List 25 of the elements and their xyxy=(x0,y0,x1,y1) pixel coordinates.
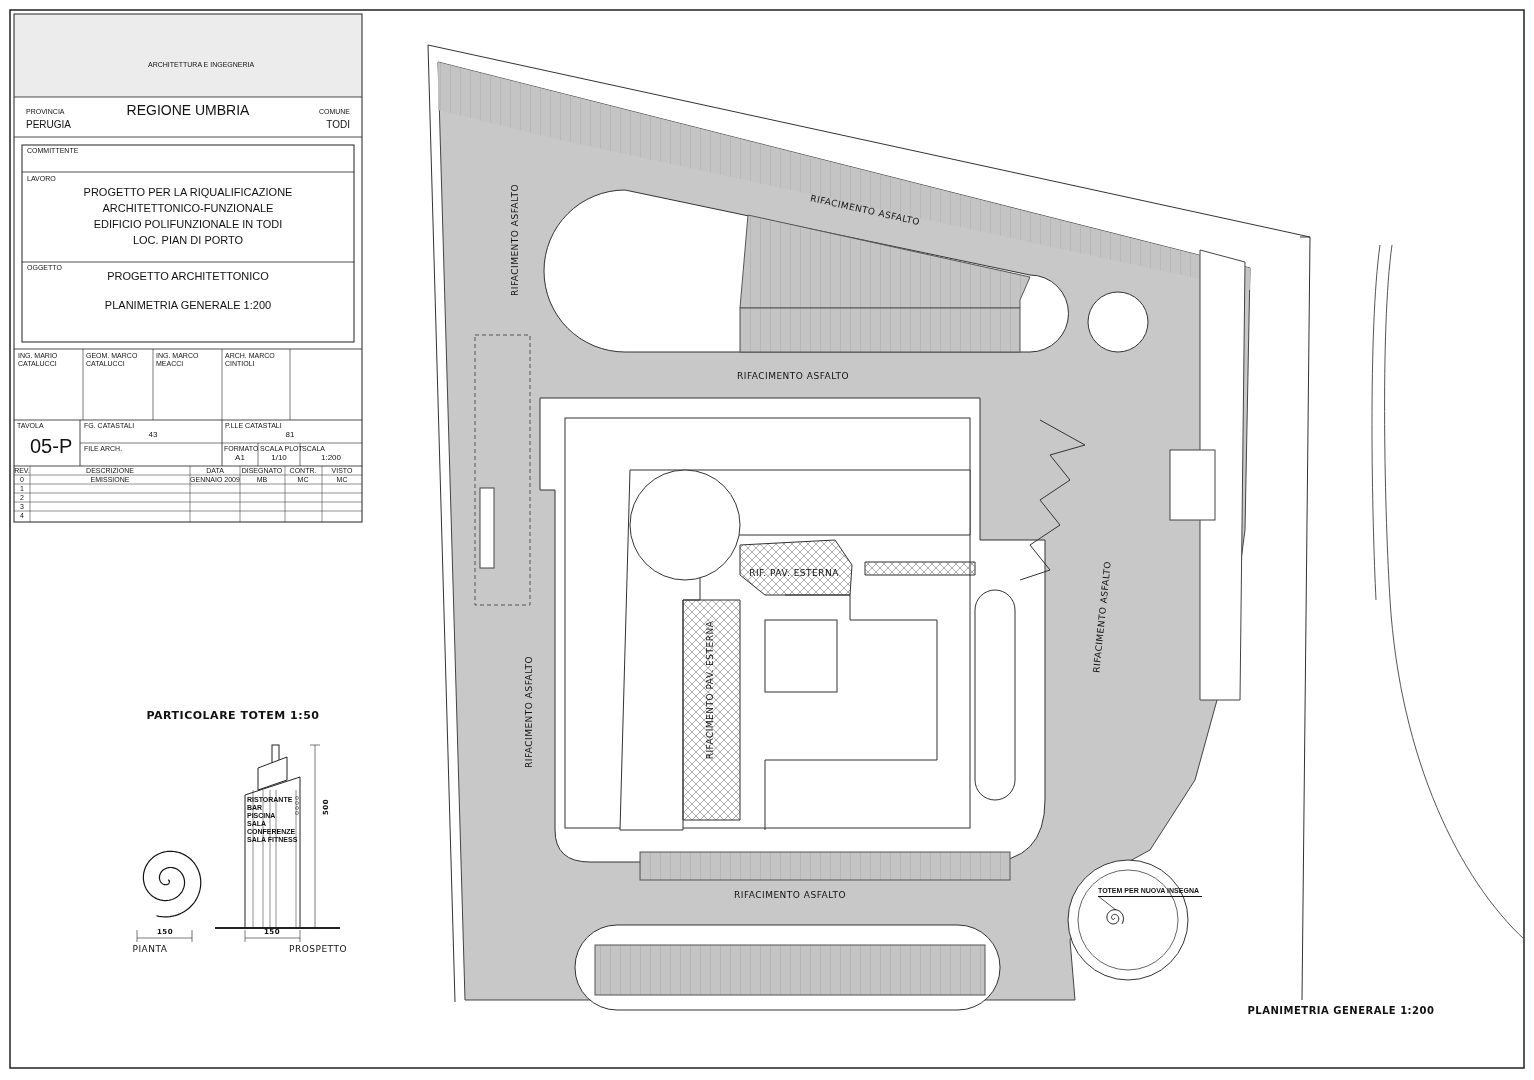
field-text: 1:200 xyxy=(321,454,341,462)
area-label: RIF. PAV. ESTERNA xyxy=(749,569,839,579)
drawing-title: PARTICOLARE TOTEM 1:50 xyxy=(146,710,320,723)
drawing-title: PLANIMETRIA GENERALE 1:200 xyxy=(1247,1005,1435,1016)
title-text: REGIONE UMBRIA xyxy=(126,103,250,119)
area-label: RIFACIMENTO PAV. ESTERNA xyxy=(706,620,716,760)
area-label: RIFACIMENTO ASFALTO xyxy=(736,372,850,382)
title-text: PROGETTO ARCHITETTONICO xyxy=(107,270,269,283)
field-text: PERUGIA xyxy=(26,119,71,130)
area-label: RIFACIMENTO ASFALTO xyxy=(511,183,521,297)
field-text: 43 xyxy=(148,431,158,439)
area-label: RIFACIMENTO ASFALTO xyxy=(525,655,535,769)
view-label: PIANTA xyxy=(132,945,168,955)
area-label: RIFACIMENTO ASFALTO xyxy=(733,891,847,901)
field-text: TODI xyxy=(326,119,350,130)
field-text: A1 xyxy=(235,454,245,462)
totem-spiral-symbol xyxy=(1104,908,1124,928)
area-label: RIFACIMENTO ASFALTO xyxy=(1092,560,1114,674)
field-text: 05-P xyxy=(30,435,73,457)
title-text: PLANIMETRIA GENERALE 1:200 xyxy=(104,299,272,312)
title-text: PROGETTO PER LA RIQUALIFICAZIONE ARCHITETTONICO-FUNZIONALE EDIFICIO POLIFUNZIONALE IN TODI LOC. PIAN DI PORTO xyxy=(82,185,294,248)
leader-line xyxy=(1097,895,1117,911)
field-text: 81 xyxy=(285,431,295,439)
field-text: 1/10 xyxy=(271,454,287,462)
view-label: PROSPETTO xyxy=(289,945,347,955)
